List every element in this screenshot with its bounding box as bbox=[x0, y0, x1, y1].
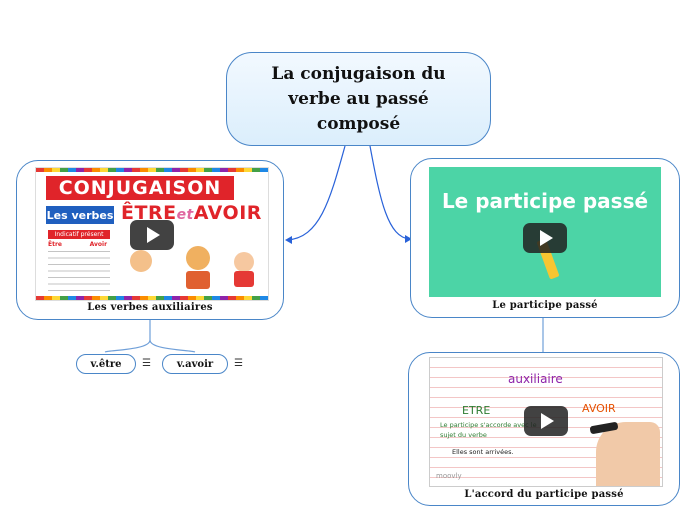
label-auxiliaire: auxiliaire bbox=[508, 372, 563, 386]
title-et: et bbox=[176, 207, 194, 223]
rule-text: Le participe s'accorde avec le sujet du … bbox=[440, 421, 537, 439]
arrowhead-left bbox=[285, 236, 292, 244]
central-topic[interactable]: La conjugaison du verbe au passé composé bbox=[226, 52, 491, 146]
subtopic-vavoir[interactable]: v.avoir bbox=[162, 354, 228, 374]
menu-icon[interactable]: ☰ bbox=[234, 358, 243, 369]
connector-vetre bbox=[104, 320, 151, 353]
label-les-verbes: Les verbes bbox=[46, 206, 114, 224]
connector-vavoir bbox=[149, 339, 196, 353]
conjugation-columns: Être Avoir bbox=[48, 241, 110, 293]
title-avoir: AVOIR bbox=[193, 202, 262, 224]
connector-right bbox=[369, 145, 411, 240]
topic-card-accord-participe-passe[interactable]: auxiliaire ETRE AVOIR Le participe s'acc… bbox=[408, 352, 680, 506]
topic-card-participe-passe[interactable]: Le participe passé Le participe passé bbox=[410, 158, 680, 318]
arrowhead-right bbox=[405, 235, 412, 243]
caption-accord-participe-passe: L'accord du participe passé bbox=[464, 489, 624, 500]
play-button-icon[interactable] bbox=[130, 220, 174, 250]
subtopic-vavoir-label: v.avoir bbox=[176, 358, 214, 370]
watermark-text: moovly bbox=[436, 472, 462, 480]
hand-illustration bbox=[596, 422, 660, 486]
rainbow-border-top bbox=[36, 168, 268, 172]
subtopic-vetre[interactable]: v.être bbox=[76, 354, 136, 374]
kid-illustration-3 bbox=[234, 252, 254, 272]
kid-shirt-3 bbox=[234, 271, 254, 287]
title-etre-avoir: ÊTREetAVOIR bbox=[121, 202, 262, 224]
col-avoir: Avoir bbox=[89, 241, 108, 248]
menu-icon[interactable]: ☰ bbox=[142, 358, 151, 369]
example-text: Elles sont arrivées. bbox=[452, 448, 514, 456]
col-etre: Être bbox=[48, 241, 62, 248]
thumbnail-title: Le participe passé bbox=[441, 189, 649, 213]
video-thumbnail-conjugaison[interactable]: CONJUGAISON Les verbes ÊTREetAVOIR Indic… bbox=[35, 167, 269, 301]
play-button-icon[interactable] bbox=[523, 223, 567, 253]
topic-card-verbes-auxiliaires[interactable]: CONJUGAISON Les verbes ÊTREetAVOIR Indic… bbox=[16, 160, 284, 320]
kid-illustration-2 bbox=[186, 246, 210, 270]
label-indicatif: Indicatif présent bbox=[48, 230, 110, 239]
central-title: La conjugaison du verbe au passé composé bbox=[271, 63, 446, 134]
connector-left bbox=[286, 145, 346, 241]
title-etre: ÊTRE bbox=[121, 202, 177, 224]
kid-shirt-2 bbox=[186, 271, 210, 289]
subtopic-vetre-label: v.être bbox=[90, 358, 122, 370]
banner-conjugaison: CONJUGAISON bbox=[46, 176, 234, 200]
label-avoir: AVOIR bbox=[582, 402, 616, 415]
rainbow-border-bottom bbox=[36, 296, 268, 300]
caption-participe-passe: Le participe passé bbox=[492, 300, 598, 311]
caption-verbes-auxiliaires: Les verbes auxiliaires bbox=[87, 302, 213, 313]
kid-illustration-1 bbox=[130, 250, 152, 272]
video-thumbnail-participe-passe[interactable]: Le participe passé bbox=[429, 167, 661, 297]
video-thumbnail-accord[interactable]: auxiliaire ETRE AVOIR Le participe s'acc… bbox=[429, 357, 663, 487]
play-button-icon[interactable] bbox=[524, 406, 568, 436]
conjugation-lines bbox=[48, 250, 110, 293]
label-etre: ETRE bbox=[462, 404, 491, 417]
